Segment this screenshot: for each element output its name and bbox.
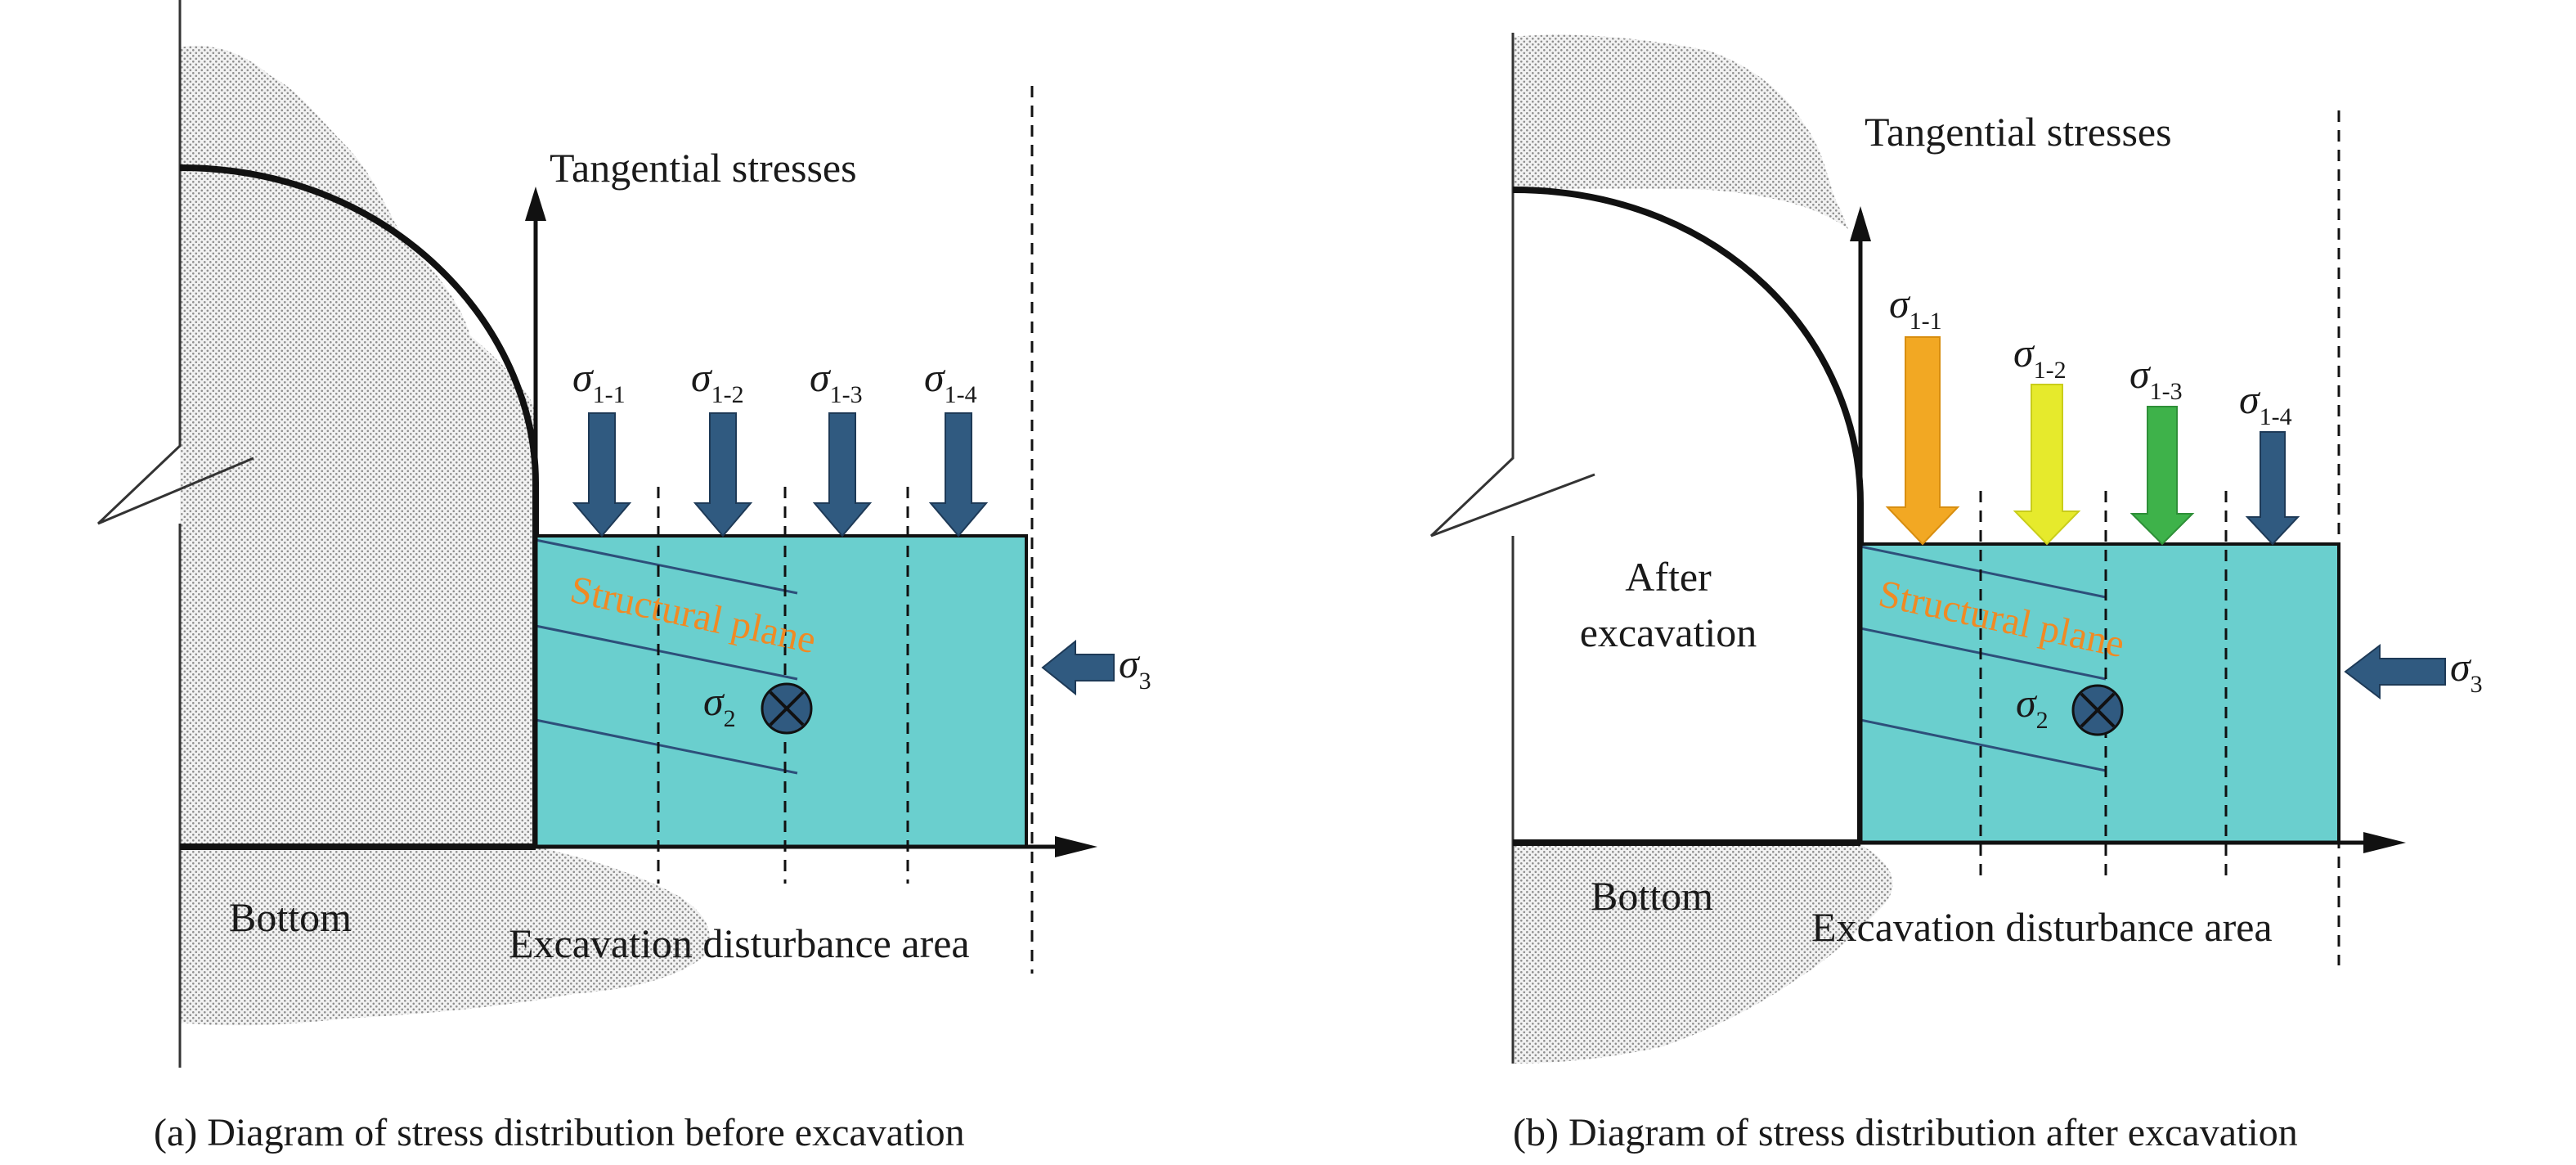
sigma1-2-label: σ1-2 — [691, 354, 744, 408]
bottom-label: Bottom — [229, 894, 352, 940]
sigma1-4-label: σ1-4 — [924, 354, 977, 408]
bottom-label: Bottom — [1591, 873, 1713, 919]
sigma2-label: σ2 — [703, 678, 736, 732]
sigma3-label: σ3 — [1119, 641, 1151, 695]
tunnel-profile-arc — [1512, 187, 1864, 843]
sigma1-1-label: σ1-1 — [572, 354, 626, 408]
axis-label: Tangential stresses — [550, 145, 857, 191]
axis-label: Tangential stresses — [1865, 109, 2172, 155]
sigma1-2-label: σ1-2 — [2013, 330, 2067, 384]
panel-a: Tangential stresses σ1-1 σ1-2 σ1-3 σ1-4 … — [96, 0, 1151, 1154]
sigma1-3-arrow — [2129, 406, 2195, 546]
sigma1-3-label: σ1-3 — [810, 354, 863, 408]
panel-b: Tangential stresses After excavation σ1-… — [1429, 33, 2483, 1154]
sigma2-out-of-plane-icon — [2071, 684, 2124, 736]
disturbance-area-label: Excavation disturbance area — [509, 920, 970, 966]
structural-plane-line — [535, 624, 798, 681]
sigma1-4-arrow — [2245, 431, 2300, 546]
structural-plane-line — [535, 718, 798, 775]
rock-boundary-line — [1429, 33, 1595, 538]
caption-b: (b) Diagram of stress distribution after… — [1513, 1111, 2298, 1154]
opening-label-line1: After — [1625, 554, 1712, 600]
structural-plane-line — [1860, 718, 2107, 772]
structural-plane-line — [1860, 545, 2107, 599]
opening-label-line2: excavation — [1580, 609, 1757, 655]
sigma1-3-label: σ1-3 — [2129, 351, 2183, 405]
disturbance-area-label: Excavation disturbance area — [1811, 904, 2273, 950]
sigma1-1-arrow — [1885, 336, 1960, 546]
horizontal-axis-arrowhead — [2363, 832, 2406, 853]
vertical-axis-arrowhead — [525, 187, 546, 221]
sigma2-label: σ2 — [2016, 680, 2049, 734]
sigma1-2-arrow — [693, 412, 753, 538]
sigma2-out-of-plane-icon — [761, 682, 813, 735]
caption-a: (a) Diagram of stress distribution befor… — [154, 1111, 965, 1154]
sigma1-4-arrow — [928, 412, 989, 538]
sigma1-1-arrow — [572, 412, 632, 538]
structural-plane-line — [1860, 627, 2107, 681]
sigma3-label: σ3 — [2450, 644, 2483, 698]
sigma3-arrow — [2344, 643, 2446, 700]
horizontal-axis-arrowhead — [1055, 836, 1097, 857]
tunnel-profile-arc — [179, 164, 539, 847]
rock-mass-upper-stipple — [1513, 34, 1848, 229]
sigma1-1-label: σ1-1 — [1889, 281, 1942, 335]
rock-mass-lower-stipple — [1513, 843, 1893, 1064]
rock-boundary-line — [96, 0, 254, 525]
structural-plane-line — [535, 538, 798, 595]
sigma3-arrow — [1041, 639, 1115, 696]
vertical-axis-arrowhead — [1850, 206, 1871, 241]
rock-mass-stipple — [180, 45, 710, 1026]
sigma1-4-label: σ1-4 — [2239, 376, 2292, 430]
sigma1-3-arrow — [812, 412, 873, 538]
sigma1-2-arrow — [2013, 384, 2081, 546]
